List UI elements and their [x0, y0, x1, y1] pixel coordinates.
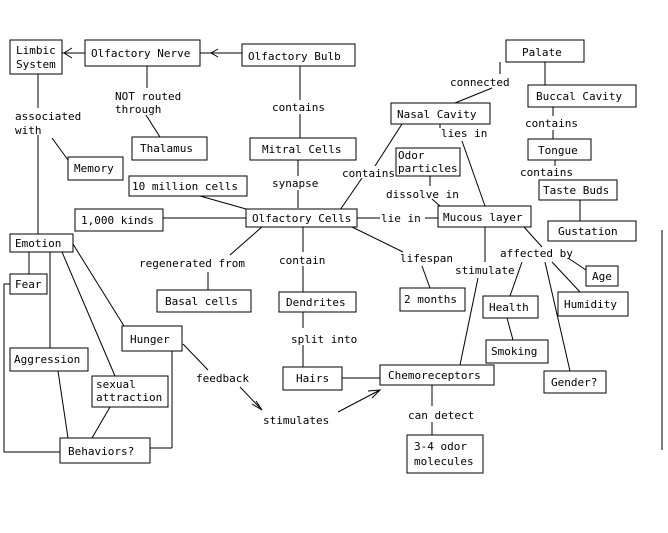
node-gustation: Gustation: [547, 220, 637, 242]
node-behaviors: Behaviors?: [59, 437, 151, 464]
node-two-months: 2 months: [399, 287, 466, 312]
node-thalamus: Thalamus: [131, 136, 208, 161]
node-label: Aggression: [14, 353, 80, 366]
node-mucous-layer: Mucous layer: [437, 205, 532, 228]
link-label-connected: connected: [450, 76, 510, 89]
node-label: attraction: [96, 391, 162, 404]
node-label: molecules: [414, 455, 474, 468]
node-emotion: Emotion: [9, 233, 74, 253]
node-label: Nasal Cavity: [397, 108, 477, 121]
node-label: Thalamus: [140, 142, 193, 155]
node-mitral-cells: Mitral Cells: [249, 137, 357, 161]
node-humidity: Humidity: [557, 291, 629, 317]
node-health: Health: [482, 295, 539, 319]
link-label-dissolve-in: dissolve in: [386, 188, 459, 201]
node-sexual-attraction: sexual attraction: [91, 375, 169, 408]
link-label-synapse: synapse: [272, 177, 318, 190]
node-label: Dendrites: [286, 296, 346, 309]
node-label: 1,000 kinds: [81, 214, 154, 227]
link-label-contains: contains: [520, 166, 573, 179]
node-ten-million-cells: 10 million cells: [128, 175, 248, 197]
node-label: Odor: [398, 149, 425, 162]
link-label-associated-with: associated: [15, 110, 81, 123]
node-memory: Memory: [67, 156, 124, 181]
link-label-not-routed: through: [115, 103, 161, 116]
node-label: Mucous layer: [443, 211, 523, 224]
node-palate: Palate: [505, 39, 585, 63]
node-label: Tongue: [538, 144, 578, 157]
node-label: Smoking: [491, 345, 537, 358]
link-labels: connected NOT routed through associated …: [15, 76, 578, 427]
node-label: Buccal Cavity: [536, 90, 622, 103]
node-label: Emotion: [15, 237, 61, 250]
link-label-lifespan: lifespan: [400, 252, 453, 265]
node-buccal-cavity: Buccal Cavity: [527, 84, 637, 108]
node-label: Limbic: [16, 44, 56, 57]
node-label: Hairs: [296, 372, 329, 385]
link-label-lies-in: lies in: [441, 127, 487, 140]
link-label-stimulate: stimulate: [455, 264, 515, 277]
node-limbic-system: Limbic System: [9, 39, 63, 75]
link-label-contains: contains: [342, 167, 395, 180]
node-taste-buds: Taste Buds: [538, 179, 618, 201]
link-label-not-routed: NOT routed: [115, 90, 181, 103]
link-label-regenerated-from: regenerated from: [139, 257, 245, 270]
node-label: Palate: [522, 46, 562, 59]
link-label-contains: contains: [272, 101, 325, 114]
node-label: Memory: [74, 162, 114, 175]
link-label-lie-in: lie in: [381, 212, 421, 225]
node-label: System: [16, 58, 56, 71]
node-fear: Fear: [9, 273, 48, 295]
link-label-associated-with: with: [15, 124, 42, 137]
node-dendrites: Dendrites: [278, 291, 357, 313]
node-hunger: Hunger: [121, 325, 183, 352]
link-label-stimulates: stimulates: [263, 414, 329, 427]
link-label-affected-by: affected by: [500, 247, 573, 260]
node-label: Gustation: [558, 225, 618, 238]
node-smoking: Smoking: [485, 339, 549, 364]
connectors: [3, 47, 663, 453]
node-gender: Gender?: [543, 370, 607, 394]
node-label: Olfactory Nerve: [91, 47, 190, 60]
node-label: Age: [592, 270, 612, 283]
node-thousand-kinds: 1,000 kinds: [74, 208, 164, 232]
node-label: sexual: [96, 378, 136, 391]
link-label-contains: contains: [525, 117, 578, 130]
node-label: Health: [489, 301, 529, 314]
node-nasal-cavity: Nasal Cavity: [390, 102, 491, 125]
node-olfactory-cells: Olfactory Cells: [245, 208, 358, 228]
node-basal-cells: Basal cells: [156, 289, 252, 313]
node-label: Olfactory Cells: [252, 212, 351, 225]
node-label: 10 million cells: [132, 180, 238, 193]
node-olfactory-nerve: Olfactory Nerve: [84, 39, 201, 67]
node-hairs: Hairs: [282, 366, 343, 391]
node-label: Taste Buds: [543, 184, 609, 197]
node-label: Mitral Cells: [262, 143, 341, 156]
node-age: Age: [585, 265, 619, 287]
link-label-can-detect: can detect: [408, 409, 474, 422]
node-label: Humidity: [564, 298, 617, 311]
node-label: Hunger: [130, 333, 170, 346]
link-label-contain: contain: [279, 254, 325, 267]
node-label: Olfactory Bulb: [248, 50, 341, 63]
link-label-feedback: feedback: [196, 372, 249, 385]
node-label: 3-4 odor: [414, 440, 467, 453]
node-tongue: Tongue: [527, 138, 592, 161]
node-label: Fear: [15, 278, 42, 291]
node-odor-molecules: 3-4 odor molecules: [406, 434, 484, 474]
node-chemoreceptors: Chemoreceptors: [379, 364, 495, 386]
node-label: particles: [398, 162, 458, 175]
link-label-split-into: split into: [291, 333, 357, 346]
node-label: Gender?: [551, 376, 597, 389]
node-label: Basal cells: [165, 295, 238, 308]
node-olfactory-bulb: Olfactory Bulb: [241, 43, 356, 67]
node-odor-particles: Odor particles: [395, 147, 461, 177]
node-label: Chemoreceptors: [388, 369, 481, 382]
node-aggression: Aggression: [9, 347, 89, 372]
node-label: 2 months: [404, 293, 457, 306]
node-label: Behaviors?: [68, 445, 134, 458]
